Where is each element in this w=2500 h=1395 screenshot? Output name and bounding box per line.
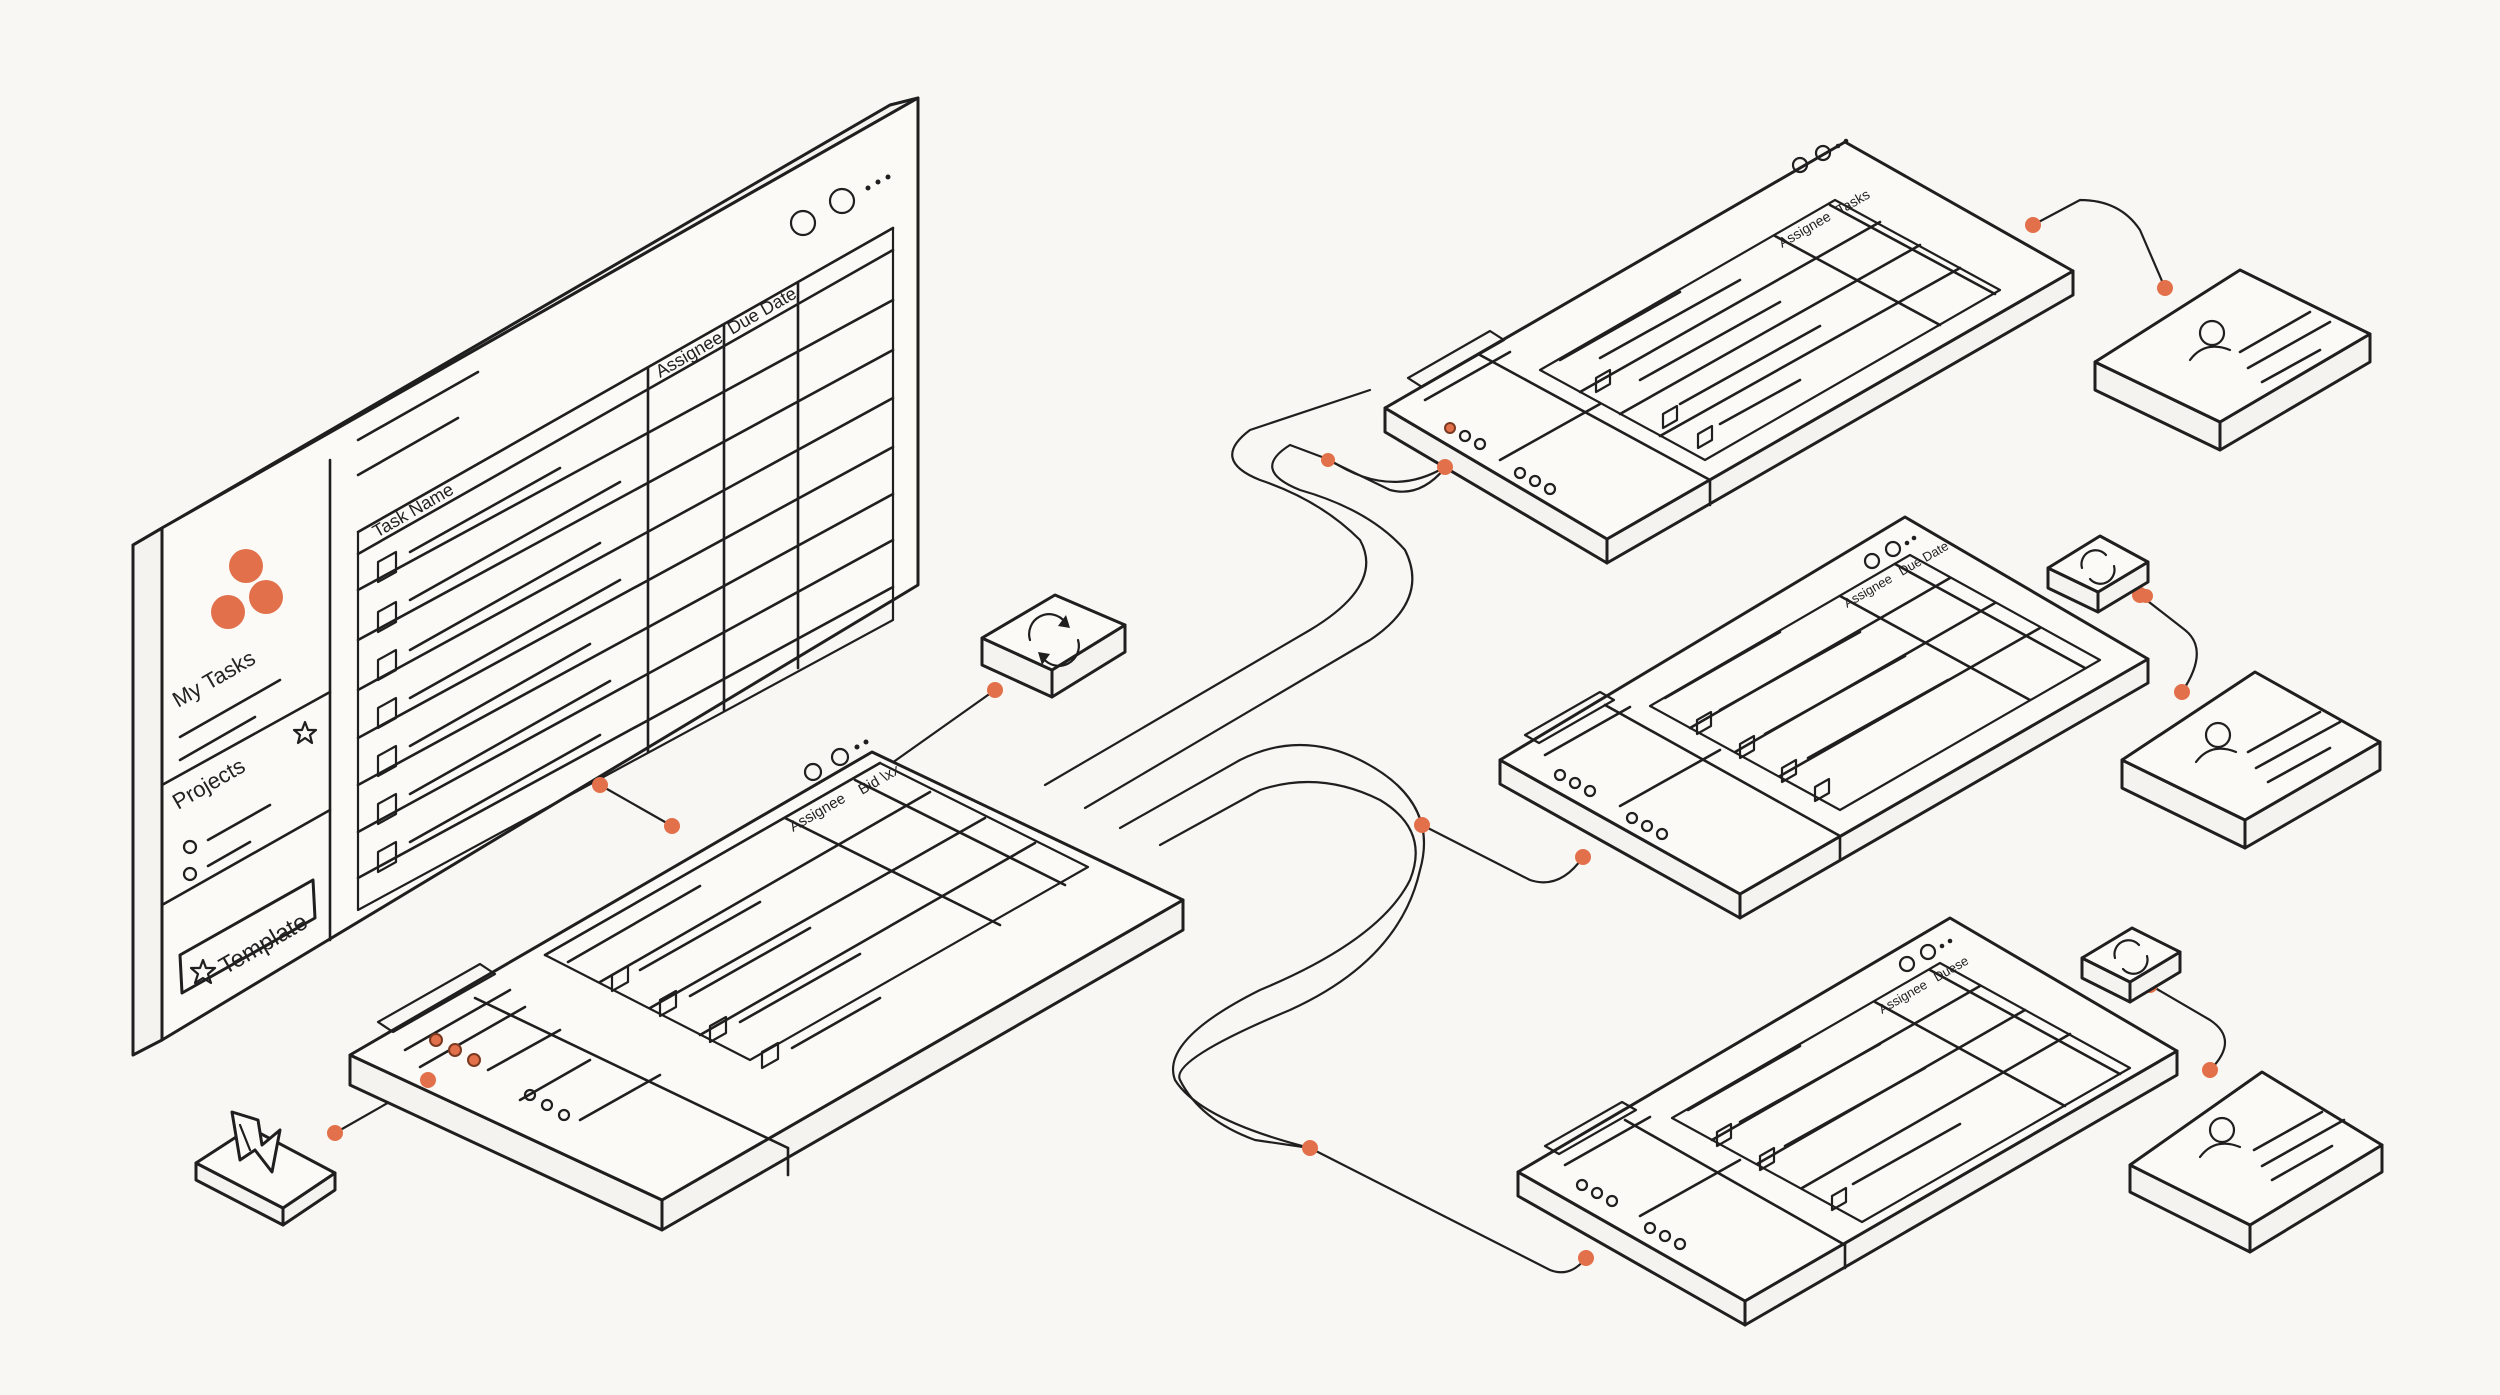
sync-box-center[interactable] [980,593,1127,699]
user-icon [2194,721,2238,764]
more-icon[interactable] [1939,938,1953,949]
more-icon[interactable] [1904,535,1917,546]
lightning-trigger[interactable] [194,1110,343,1227]
lightning-icon [230,1110,282,1174]
sync-box-bottom[interactable] [2080,926,2182,1004]
task-row-text [408,466,622,844]
star-icon [189,958,217,985]
main-window: My Tasks Projects Template [131,96,920,1057]
sync-icon[interactable] [1898,943,1937,973]
sync-icon [1028,613,1080,667]
task-panel-top-right: Assignee Tasks [1321,138,2075,565]
more-icon[interactable] [865,174,891,191]
user-card-mid[interactable] [2120,670,2382,850]
user-icon [2198,1116,2242,1159]
task-row-checkboxes[interactable] [376,550,398,874]
task-panel-mid-right: Assignee Due Date [1414,515,2190,920]
task-panel-center: Assignee Bid \xx [348,739,1185,1232]
connector-cables [333,198,2226,1274]
sync-icon[interactable] [803,747,850,782]
star-icon[interactable] [292,720,318,745]
task-panel-bottom-right: Assignee Duese [1302,916,2218,1327]
user-card-bottom[interactable] [2128,1070,2384,1254]
more-icon[interactable] [1835,138,1849,149]
asana-logo-icon [211,549,283,629]
sync-icon[interactable] [1791,144,1832,174]
more-icon[interactable] [854,739,869,750]
sync-box-mid[interactable] [2046,534,2153,614]
sync-icon[interactable] [1863,540,1902,570]
user-icon [2188,319,2232,362]
user-card-top[interactable] [2093,268,2372,452]
sync-icon[interactable] [789,187,856,237]
